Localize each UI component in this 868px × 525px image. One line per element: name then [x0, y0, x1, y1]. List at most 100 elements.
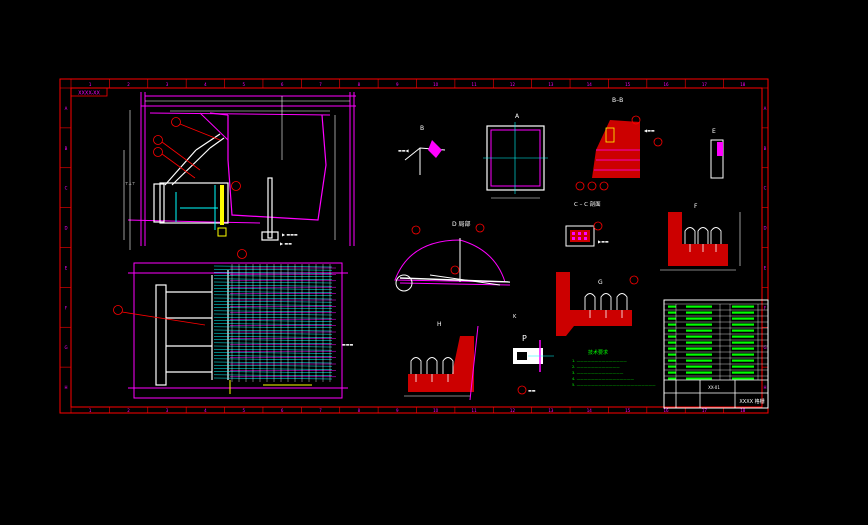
bom-cell-spec — [732, 335, 754, 338]
view-p: K P ▬▬ — [513, 314, 554, 395]
rack-bar — [213, 320, 333, 322]
bom-cell-name — [686, 317, 712, 320]
section-bb-label: B–B — [612, 97, 623, 104]
bom-cell-no — [668, 377, 676, 380]
section-cc-label: C – C 剖面 — [574, 200, 601, 208]
bom-cell-no — [668, 317, 676, 320]
bom-cell-name — [686, 311, 712, 314]
svg-text:▬▬: ▬▬ — [528, 388, 536, 393]
row-label-left: E — [65, 265, 68, 270]
view-a: A — [483, 113, 548, 199]
bom-cell-spec — [732, 365, 754, 368]
bolt — [600, 293, 612, 310]
col-label-bottom: 5 — [242, 408, 245, 413]
view-a-label: A — [515, 113, 520, 120]
view-f: F — [660, 203, 741, 271]
bolt-row-g — [584, 293, 628, 318]
note-line-4: 4. ———————————————— — [572, 377, 634, 381]
row-label-right: E — [764, 265, 767, 270]
svg-text:▶▬▬: ▶▬▬ — [598, 239, 609, 244]
row-label-right: D — [763, 226, 766, 231]
corner-tag: XXXX-XX — [78, 91, 100, 97]
svg-text:⊤⊥⊤: ⊤⊥⊤ — [125, 181, 136, 186]
rack-bar — [213, 310, 333, 313]
col-label-top: 3 — [166, 82, 169, 87]
bolt — [710, 227, 722, 244]
svg-text:▶ ▬▬▬: ▶ ▬▬▬ — [282, 232, 298, 237]
rack-bar — [213, 364, 333, 367]
view-f-label: F — [694, 203, 698, 210]
note-line-2: 2. ———————————— — [572, 365, 620, 369]
technical-notes: 技术要求 1. —————————————— 2. ———————————— 3… — [572, 349, 656, 387]
col-label-top: 13 — [548, 82, 554, 87]
col-label-top: 14 — [587, 82, 593, 87]
bom-cell-spec — [732, 347, 754, 350]
rack-bar — [213, 313, 333, 316]
bolt-row-h — [410, 357, 454, 382]
col-label-bottom: 6 — [281, 408, 284, 413]
bom-cell-name — [686, 377, 712, 380]
note-line-3: 3. ————————————— — [572, 371, 624, 375]
bom-cell-spec — [732, 341, 754, 344]
view-b-label: B — [420, 125, 424, 132]
bom-cell-name — [686, 359, 712, 362]
rack-bar — [213, 358, 333, 361]
bom-cell-no — [668, 323, 676, 326]
col-label-bottom: 1 — [89, 408, 92, 413]
notes-heading: 技术要求 — [588, 349, 608, 356]
col-label-top: 1 — [89, 82, 92, 87]
main-elevation-view: ⊤⊥⊤ ▶ ▬▬▬ ▶ ▬▬ — [123, 92, 356, 259]
col-label-bottom: 15 — [625, 408, 631, 413]
col-label-bottom: 17 — [702, 408, 708, 413]
col-label-bottom: 12 — [510, 408, 516, 413]
row-label-left: F — [65, 305, 68, 310]
bolt — [442, 357, 454, 374]
view-k-label: K — [513, 314, 517, 320]
bom-cell-spec — [732, 359, 754, 362]
svg-text:▬▬▬: ▬▬▬ — [342, 342, 354, 347]
bolt — [584, 293, 596, 310]
note-line-1: 1. —————————————— — [572, 359, 627, 363]
bom-cell-name — [686, 323, 712, 326]
bom-cell-no — [668, 311, 676, 314]
rack-bar — [213, 316, 333, 319]
bom-cell-name — [686, 329, 712, 332]
bom-cell-spec — [732, 323, 754, 326]
col-label-bottom: 8 — [358, 408, 361, 413]
inner-border — [70, 87, 763, 408]
bom-cell-spec — [732, 305, 754, 308]
view-e: E — [710, 128, 724, 179]
col-label-top: 5 — [242, 82, 245, 87]
col-label-top: 4 — [204, 82, 207, 87]
rack-bar — [213, 288, 333, 290]
view-e-label: E — [712, 128, 716, 135]
view-g: G — [556, 272, 639, 336]
bom-cell-name — [686, 305, 712, 308]
bom-cell-name — [686, 341, 712, 344]
col-label-bottom: 9 — [396, 408, 399, 413]
bom-cell-name — [686, 335, 712, 338]
row-label-left: B — [65, 146, 68, 151]
col-label-top: 6 — [281, 82, 284, 87]
rack-bar — [213, 355, 333, 357]
col-label-bottom: 16 — [663, 408, 669, 413]
col-label-top: 16 — [663, 82, 669, 87]
rack-bar — [213, 323, 333, 325]
row-label-left: D — [64, 226, 67, 231]
rack-bar — [213, 329, 333, 332]
col-label-bottom: 3 — [166, 408, 169, 413]
bolt — [616, 293, 628, 310]
bolt-row-f — [684, 227, 722, 252]
bom-cell-no — [668, 365, 676, 368]
corner-tag-box: XXXX-XX — [70, 87, 108, 97]
svg-text:◀▬▬: ◀▬▬ — [644, 128, 655, 133]
bom-cell-spec — [732, 377, 754, 380]
rack-bar — [213, 326, 333, 329]
rack-bar — [213, 297, 333, 300]
view-d: D 局部 — [394, 220, 511, 292]
bom-cell-no — [668, 335, 676, 338]
row-label-right: A — [764, 106, 767, 111]
bolt — [697, 227, 709, 244]
col-label-top: 2 — [127, 82, 130, 87]
col-label-bottom: 14 — [587, 408, 593, 413]
